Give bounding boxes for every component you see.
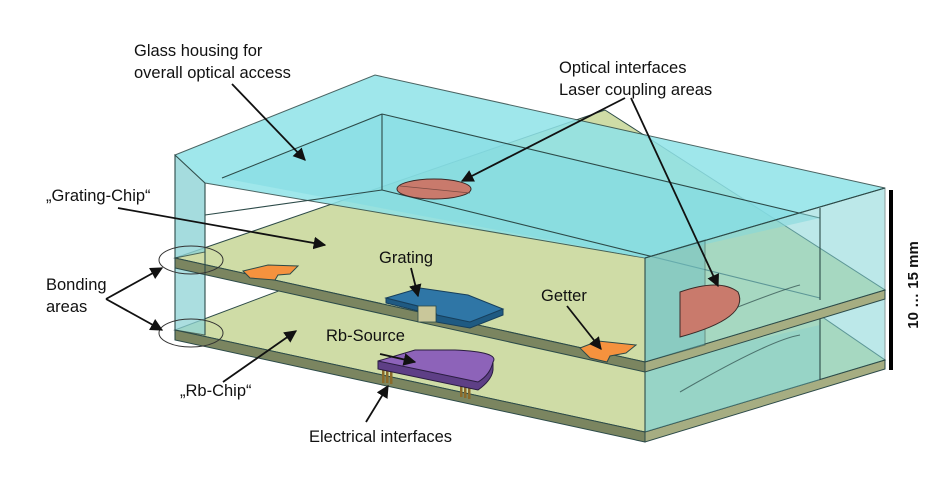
electrical-pin <box>468 383 471 399</box>
electrical-pin <box>460 381 463 397</box>
electrical-pin <box>386 367 389 383</box>
leader-grating-chip <box>117 207 327 250</box>
leader-optical-side <box>630 97 719 288</box>
label-glass-housing: Glass housing for overall optical access <box>134 42 291 82</box>
leader-electrical <box>365 384 389 423</box>
leader-glass-housing <box>231 83 306 161</box>
label-optical-interfaces-line2: Laser coupling areas <box>559 81 712 99</box>
label-bonding-line1: Bonding <box>46 276 107 294</box>
getter-left <box>242 264 300 281</box>
electrical-pin <box>382 367 385 383</box>
label-electrical-interfaces: Electrical interfaces <box>309 428 452 446</box>
scale-label: 10 … 15 mm <box>905 241 922 329</box>
label-rb-chip: „Rb-Chip“ <box>180 382 252 400</box>
label-optical-interfaces-line1: Optical interfaces <box>559 59 686 77</box>
leader-rb-source <box>379 353 417 366</box>
bonding-area-lower <box>158 318 224 348</box>
leader-rb-chip <box>222 330 298 383</box>
label-grating: Grating <box>379 249 433 267</box>
optical-interface-top <box>396 178 472 200</box>
leader-bonding-lower <box>105 298 164 331</box>
label-bonding-areas: Bonding areas <box>46 276 111 316</box>
label-grating-chip: „Grating-Chip“ <box>46 187 151 205</box>
leader-optical-top <box>460 97 626 182</box>
label-getter: Getter <box>541 287 587 305</box>
label-rb-source: Rb-Source <box>326 327 405 345</box>
leader-grating <box>409 267 422 298</box>
optical-interface-side <box>679 284 741 338</box>
leader-bonding-upper <box>105 267 164 300</box>
label-glass-housing-line1: Glass housing for <box>134 42 263 60</box>
electrical-pin <box>464 382 467 398</box>
label-bonding-line2: areas <box>46 298 87 316</box>
label-optical-interfaces: Optical interfaces Laser coupling areas <box>559 59 712 99</box>
bonding-area-upper <box>158 245 224 275</box>
lower-glass-compartment <box>174 251 886 433</box>
electrical-pin <box>390 368 393 384</box>
leader-getter <box>566 305 602 350</box>
label-glass-housing-line2: overall optical access <box>134 64 291 82</box>
